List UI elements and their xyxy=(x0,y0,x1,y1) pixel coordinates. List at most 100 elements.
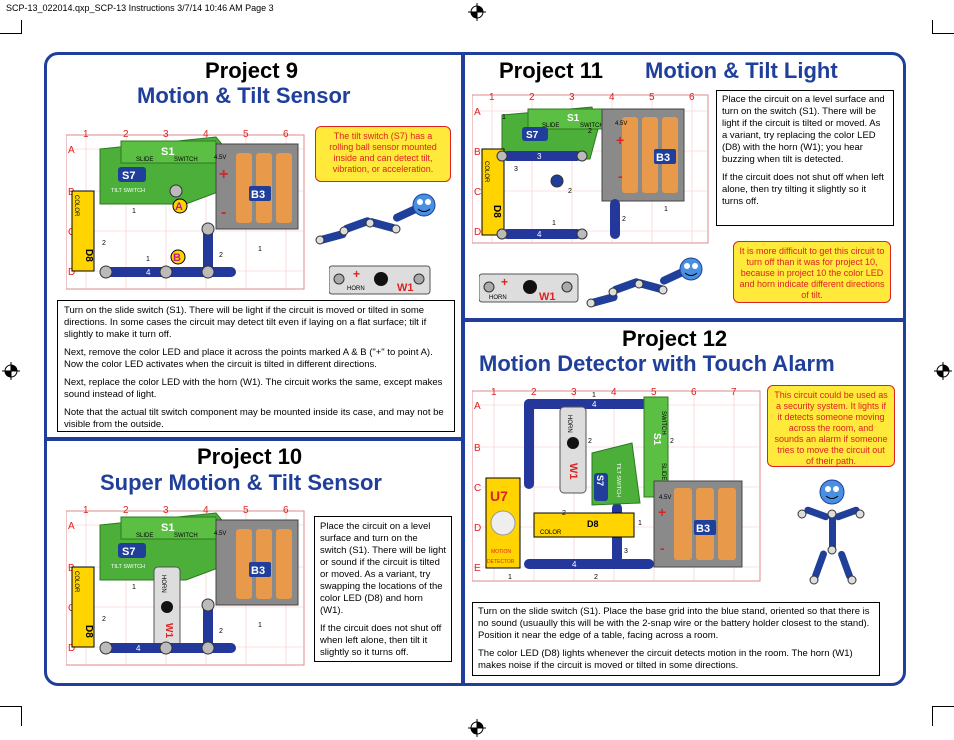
num-label: 1 xyxy=(592,392,596,399)
color-led-d8 xyxy=(71,190,95,272)
project-11-callout: It is more difficult to get this circuit… xyxy=(733,241,891,303)
wire-number: 3 xyxy=(537,152,542,161)
row-label: A xyxy=(68,145,75,156)
w1-label: W1 xyxy=(163,623,174,638)
instruction-paragraph: If the circuit does not shut off when le… xyxy=(722,172,884,207)
snap-wire-bottom xyxy=(524,559,654,569)
d8-label: D8 xyxy=(83,249,94,262)
horn-plus: + xyxy=(501,275,508,289)
col-label: 5 xyxy=(651,387,657,398)
num-label: 2 xyxy=(568,188,572,195)
switch-label: SWITCH xyxy=(174,533,198,539)
stick-figure-character xyxy=(797,479,865,585)
wire-number: 4 xyxy=(146,268,151,277)
tilt-switch-label: TILT SWITCH xyxy=(615,463,621,497)
instruction-paragraph: Next, remove the color LED and place it … xyxy=(64,347,433,370)
num-label: 1 xyxy=(502,114,506,121)
voltage-label: 4.5V xyxy=(214,155,226,161)
snap-wire-right xyxy=(203,600,213,650)
crop-mark xyxy=(21,20,22,34)
num-label: 2 xyxy=(622,216,626,223)
print-header: SCP-13_022014.qxp_SCP-13 Instructions 3/… xyxy=(6,3,274,13)
snap-wire-left xyxy=(524,399,534,489)
color-led-d8 xyxy=(533,512,635,538)
project-9-callout: The tilt switch (S7) has a rolling ball … xyxy=(315,126,451,182)
project-9-subtitle: Motion & Tilt Sensor xyxy=(137,83,351,108)
row-label: C xyxy=(474,187,481,198)
instruction-paragraph: Turn on the slide switch (S1). Place the… xyxy=(478,606,870,641)
num-label: 1 xyxy=(638,520,642,527)
col-label: 3 xyxy=(163,129,169,140)
col-label: 5 xyxy=(243,505,249,516)
s7-label: S7 xyxy=(122,170,135,182)
row-label: A xyxy=(474,107,481,118)
col-label: 6 xyxy=(689,92,695,103)
minus-sign: - xyxy=(660,540,665,556)
s1-label: S1 xyxy=(567,113,580,124)
s7-label: S7 xyxy=(595,475,605,486)
s7-badge xyxy=(118,167,146,182)
b3-label: B3 xyxy=(251,189,265,201)
instruction-paragraph: Turn on the slide switch (S1). There wil… xyxy=(64,305,427,340)
b3-label: B3 xyxy=(656,152,670,164)
s7-label: S7 xyxy=(526,130,539,141)
col-label: 6 xyxy=(283,129,289,140)
crop-mark xyxy=(0,706,22,707)
s1-label: S1 xyxy=(651,433,662,446)
num-label: 1 xyxy=(258,622,262,629)
row-label: C xyxy=(474,483,481,494)
crop-mark xyxy=(932,33,954,34)
slide-label: SLIDE xyxy=(542,123,559,129)
col-label: 4 xyxy=(203,505,209,516)
num-label: 2 xyxy=(562,510,566,517)
project-11-subtitle: Motion & Tilt Light xyxy=(645,58,838,83)
plus-sign: + xyxy=(658,504,666,520)
registration-mark-right xyxy=(934,362,952,380)
slide-label: SLIDE xyxy=(136,533,153,539)
num-label: 2 xyxy=(594,574,598,581)
instruction-paragraph: Next, replace the color LED with the hor… xyxy=(64,377,443,400)
crop-mark xyxy=(932,20,933,34)
num-label: 1 xyxy=(664,206,668,213)
col-label: 5 xyxy=(649,92,655,103)
point-a-marker xyxy=(172,198,188,214)
project-12-subtitle: Motion Detector with Touch Alarm xyxy=(479,351,835,376)
row-label: A xyxy=(68,521,75,532)
row-label: B xyxy=(474,443,481,454)
col-label: 7 xyxy=(731,387,737,398)
switch-label: SWITCH xyxy=(174,157,198,163)
snap-wire-right xyxy=(203,224,213,274)
col-label: 2 xyxy=(529,92,535,103)
project-10-title: Project 10 xyxy=(197,444,303,469)
s1-label: S1 xyxy=(161,146,174,158)
instruction-paragraph: The color LED (D8) lights whenever the c… xyxy=(478,648,853,671)
wire-number: 4 xyxy=(136,644,141,653)
num-label: 1 xyxy=(132,584,136,591)
minus-sign: - xyxy=(618,168,623,184)
num-label: 2 xyxy=(102,616,106,623)
snap-wire-top xyxy=(524,399,654,409)
horn-w1-part: + HORN W1 xyxy=(479,273,579,303)
row-label: D xyxy=(68,643,75,654)
col-label: 1 xyxy=(491,387,497,398)
project-10-instructions: Place the circuit on a level surface and… xyxy=(314,516,452,662)
s7-badge xyxy=(594,473,608,501)
wire-number: 4 xyxy=(592,400,597,409)
num-label: 2 xyxy=(102,240,106,247)
crop-mark xyxy=(932,706,933,726)
col-label: 6 xyxy=(691,387,697,398)
num-label: 3 xyxy=(624,548,628,555)
horn-w1 xyxy=(559,406,587,494)
b3-label: B3 xyxy=(696,523,710,535)
num-label: 2 xyxy=(219,252,223,259)
w1-label: W1 xyxy=(567,463,579,480)
instruction-paragraph: Place the circuit on a level surface and… xyxy=(722,94,885,165)
row-label: D xyxy=(474,227,481,238)
instruction-paragraph: Place the circuit on a level surface and… xyxy=(320,521,447,616)
voltage-label: 4.5V xyxy=(659,495,671,501)
col-label: 5 xyxy=(243,129,249,140)
project-11-title: Project 11 xyxy=(499,58,603,83)
